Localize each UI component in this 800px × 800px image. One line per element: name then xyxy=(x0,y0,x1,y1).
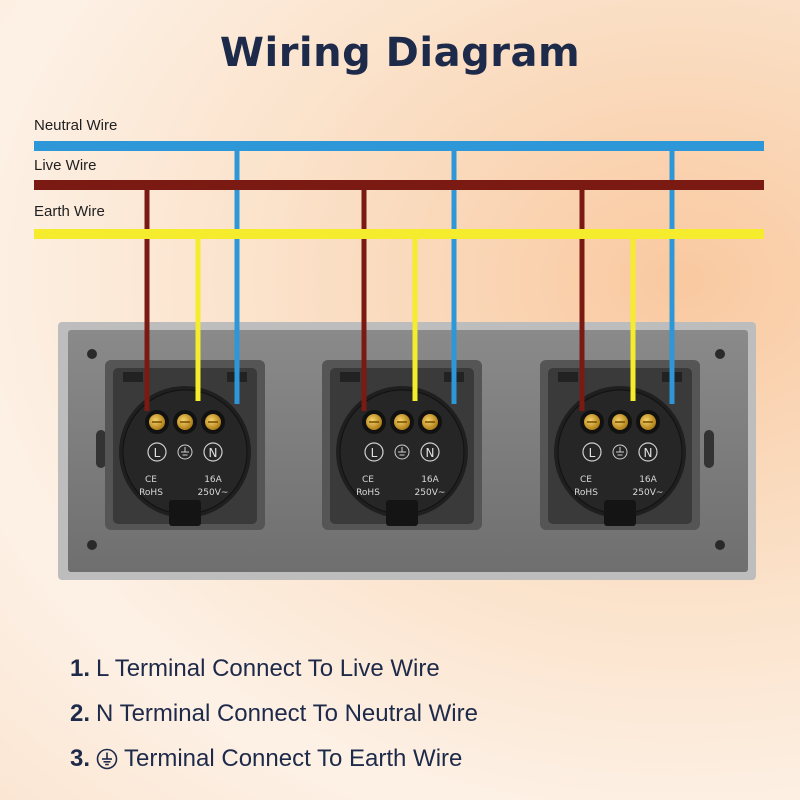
socket-marking: 250V~ xyxy=(415,488,446,498)
terminal-earth xyxy=(608,410,632,434)
socket-marking: 16A xyxy=(639,475,657,485)
step-text: L Terminal Connect To Live Wire xyxy=(96,654,440,682)
terminal-n xyxy=(636,410,660,434)
terminal-l-label: L xyxy=(371,446,378,460)
socket-marking: RoHS xyxy=(574,488,598,498)
instruction-step-3: 3. Terminal Connect To Earth Wire xyxy=(70,736,478,781)
earth-wire-drop xyxy=(195,234,201,401)
instruction-step-2: 2. N Terminal Connect To Neutral Wire xyxy=(70,691,478,736)
terminal-l xyxy=(580,410,604,434)
terminal-l-label: L xyxy=(154,446,161,460)
live-wire xyxy=(34,180,764,190)
terminal-n xyxy=(418,410,442,434)
neutral-wire xyxy=(34,141,764,151)
neutral-wire-label: Neutral Wire xyxy=(34,117,118,134)
socket-module: L N CE RoHS 16A 250V~ xyxy=(105,360,265,530)
terminal-n-label: N xyxy=(209,446,218,460)
socket-marking: CE xyxy=(362,475,374,485)
socket-module: L N CE RoHS 16A 250V~ xyxy=(322,360,482,530)
step-text: Terminal Connect To Earth Wire xyxy=(124,744,463,772)
socket-marking: 16A xyxy=(421,475,439,485)
socket-marking: CE xyxy=(580,475,592,485)
live-wire-label: Live Wire xyxy=(34,157,97,174)
socket-marking: 250V~ xyxy=(633,488,664,498)
terminal-l xyxy=(362,410,386,434)
step-number: 2. xyxy=(70,699,91,727)
earth-ground-icon xyxy=(96,748,118,769)
socket-marking: 16A xyxy=(204,475,222,485)
socket-marking: RoHS xyxy=(139,488,163,498)
socket-marking: RoHS xyxy=(356,488,380,498)
neutral-wire-drop xyxy=(451,146,457,404)
terminal-n-label: N xyxy=(644,446,653,460)
terminal-n-label: N xyxy=(426,446,435,460)
socket-marking: 250V~ xyxy=(198,488,229,498)
terminal-earth xyxy=(173,410,197,434)
page-title: Wiring Diagram xyxy=(219,30,581,76)
earth-wire-drop xyxy=(630,234,636,401)
step-number: 3. xyxy=(70,744,91,772)
terminal-earth-symbol xyxy=(177,444,193,460)
step-number: 1. xyxy=(70,654,91,682)
instruction-step-1: 1. L Terminal Connect To Live Wire xyxy=(70,646,478,691)
earth-wire-label: Earth Wire xyxy=(34,203,105,220)
terminal-l xyxy=(145,410,169,434)
terminal-n xyxy=(201,410,225,434)
terminal-earth-symbol xyxy=(394,444,410,460)
terminal-earth-symbol xyxy=(612,444,628,460)
sockets-group: L N CE RoHS 16A 250V~ L N CE RoHS 16A 250V~ L N CE RoHS… xyxy=(105,360,700,530)
earth-wire xyxy=(34,229,764,239)
wire-drops-group xyxy=(144,146,675,411)
instructions-list: 1. L Terminal Connect To Live Wire 2. N … xyxy=(70,646,478,781)
earth-wire-drop xyxy=(412,234,418,401)
terminal-l-label: L xyxy=(589,446,596,460)
live-wire-drop xyxy=(361,185,367,411)
step-text: N Terminal Connect To Neutral Wire xyxy=(96,699,478,727)
neutral-wire-drop xyxy=(234,146,240,404)
live-wire-drop xyxy=(144,185,150,411)
neutral-wire-drop xyxy=(669,146,675,404)
socket-module: L N CE RoHS 16A 250V~ xyxy=(540,360,700,530)
socket-marking: CE xyxy=(145,475,157,485)
terminal-earth xyxy=(390,410,414,434)
live-wire-drop xyxy=(579,185,585,411)
